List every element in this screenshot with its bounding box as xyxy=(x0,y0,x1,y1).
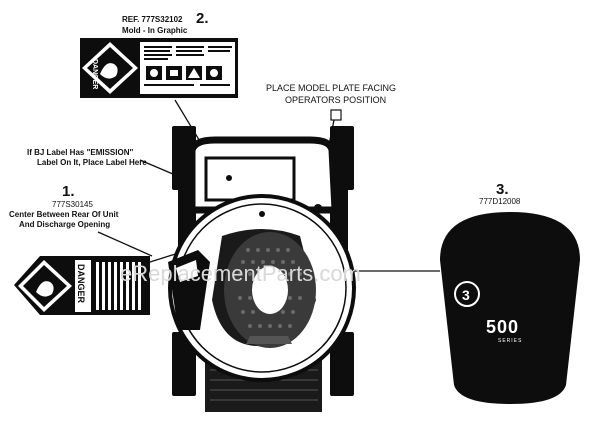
emission-line2: Label On It, Place Label Here xyxy=(37,158,147,167)
callout-3-part: 777D12008 xyxy=(479,197,521,206)
callout-1-part: 777S30145 xyxy=(52,200,93,209)
danger-decal-top: DANGER xyxy=(80,38,238,98)
series-word: SERIES xyxy=(498,338,522,344)
hand-hazard-icon-left xyxy=(36,281,54,297)
callout-3-number: 3. xyxy=(496,181,509,198)
danger-word-left: DANGER xyxy=(76,264,86,304)
model-plate-marker xyxy=(330,109,342,121)
callout-1-line2: And Discharge Opening xyxy=(19,220,110,229)
emission-line1: If BJ Label Has "EMISSION" xyxy=(27,148,133,157)
danger-word-top: DANGER xyxy=(91,59,98,89)
callout-1-number: 1. xyxy=(62,183,75,200)
model-plate-line2: OPERATORS POSITION xyxy=(285,95,386,105)
series-badge-numeral: 3 xyxy=(462,287,470,303)
model-plate-line1: PLACE MODEL PLATE FACING xyxy=(266,83,396,93)
callout-2-number: 2. xyxy=(196,10,209,27)
engine-shroud-decal: 3 500 SERIES xyxy=(440,212,580,404)
callout-1-line1: Center Between Rear Of Unit xyxy=(9,210,119,219)
series-badge-icon xyxy=(454,281,480,307)
mower-top-view xyxy=(168,126,356,412)
danger-decal-left: DANGER xyxy=(14,256,150,315)
callout-2-note: Mold - In Graphic xyxy=(122,26,188,35)
engine-cap xyxy=(252,266,288,314)
hand-hazard-icon xyxy=(100,63,118,79)
series-number: 500 xyxy=(486,317,519,337)
leader-line-1b xyxy=(97,231,153,257)
emission-label-area xyxy=(204,156,296,202)
watermark: eReplacementParts.com xyxy=(120,261,361,286)
front-wheel-right xyxy=(330,332,354,396)
callout-2-ref: REF. 777S32102 xyxy=(122,15,183,24)
